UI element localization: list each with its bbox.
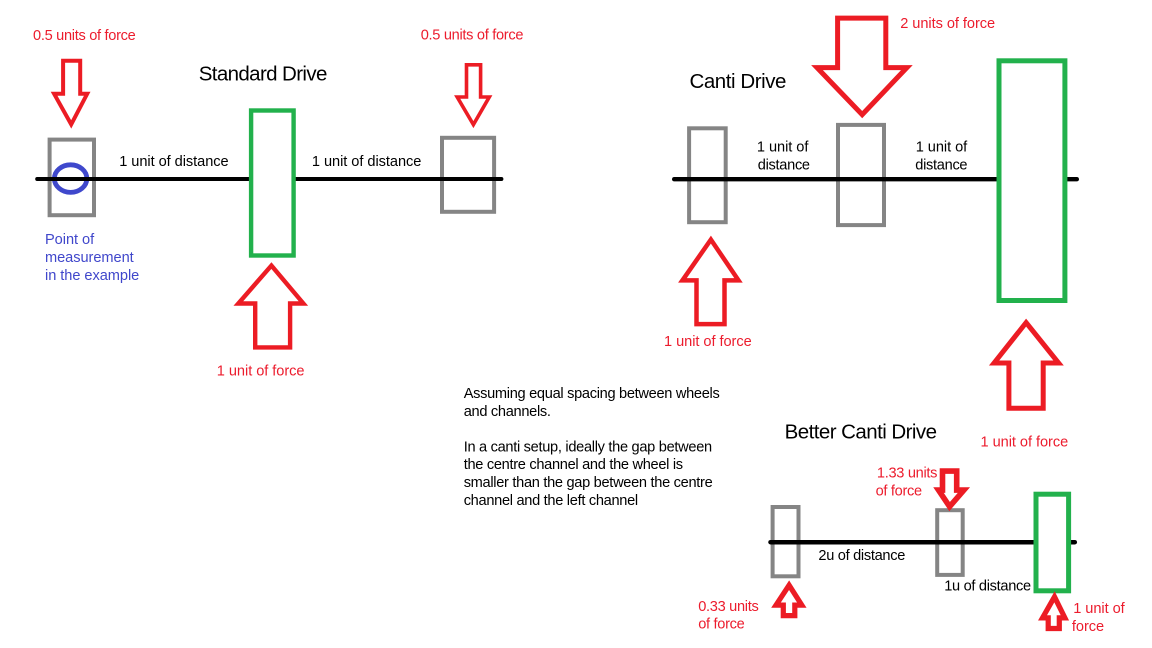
svg-text:In a canti setup, ideally the: In a canti setup, ideally the gap betwee… bbox=[464, 439, 712, 455]
svg-text:of force: of force bbox=[698, 616, 744, 632]
svg-text:1 unit of distance: 1 unit of distance bbox=[312, 154, 421, 170]
svg-text:2 units of force: 2 units of force bbox=[900, 16, 995, 32]
svg-text:1 unit of distance: 1 unit of distance bbox=[119, 154, 228, 170]
svg-text:1u of distance: 1u of distance bbox=[944, 579, 1031, 595]
svg-text:2u of distance: 2u of distance bbox=[818, 548, 905, 564]
svg-text:Point of: Point of bbox=[45, 232, 95, 248]
svg-text:1 unit of force: 1 unit of force bbox=[664, 334, 752, 350]
svg-text:in the example: in the example bbox=[45, 268, 139, 284]
svg-text:1 unit of force: 1 unit of force bbox=[217, 364, 305, 380]
svg-text:1.33 units: 1.33 units bbox=[877, 466, 937, 482]
svg-text:0.5 units of force: 0.5 units of force bbox=[421, 28, 524, 44]
svg-text:distance: distance bbox=[915, 157, 967, 173]
svg-text:Assuming equal spacing between: Assuming equal spacing between wheels bbox=[464, 386, 720, 402]
svg-text:channel and the left channel: channel and the left channel bbox=[464, 493, 638, 509]
svg-text:and channels.: and channels. bbox=[464, 404, 551, 420]
svg-text:of force: of force bbox=[876, 483, 922, 499]
svg-text:the centre channel and the whe: the centre channel and the wheel is bbox=[464, 457, 683, 473]
svg-text:1 unit of: 1 unit of bbox=[1073, 601, 1125, 617]
svg-text:Standard Drive: Standard Drive bbox=[199, 63, 327, 86]
svg-text:force: force bbox=[1072, 619, 1104, 635]
svg-text:1 unit of force: 1 unit of force bbox=[981, 435, 1069, 451]
svg-text:Better Canti Drive: Better Canti Drive bbox=[785, 420, 937, 443]
svg-text:1 unit of: 1 unit of bbox=[916, 140, 968, 156]
svg-text:0.33 units: 0.33 units bbox=[698, 599, 758, 615]
svg-text:0.5 units of force: 0.5 units of force bbox=[33, 28, 136, 44]
svg-text:distance: distance bbox=[758, 157, 810, 173]
svg-text:1 unit of: 1 unit of bbox=[757, 140, 809, 156]
svg-text:Canti Drive: Canti Drive bbox=[690, 70, 786, 93]
svg-text:smaller than the gap between t: smaller than the gap between the centre bbox=[464, 475, 713, 491]
svg-text:measurement: measurement bbox=[45, 250, 134, 266]
